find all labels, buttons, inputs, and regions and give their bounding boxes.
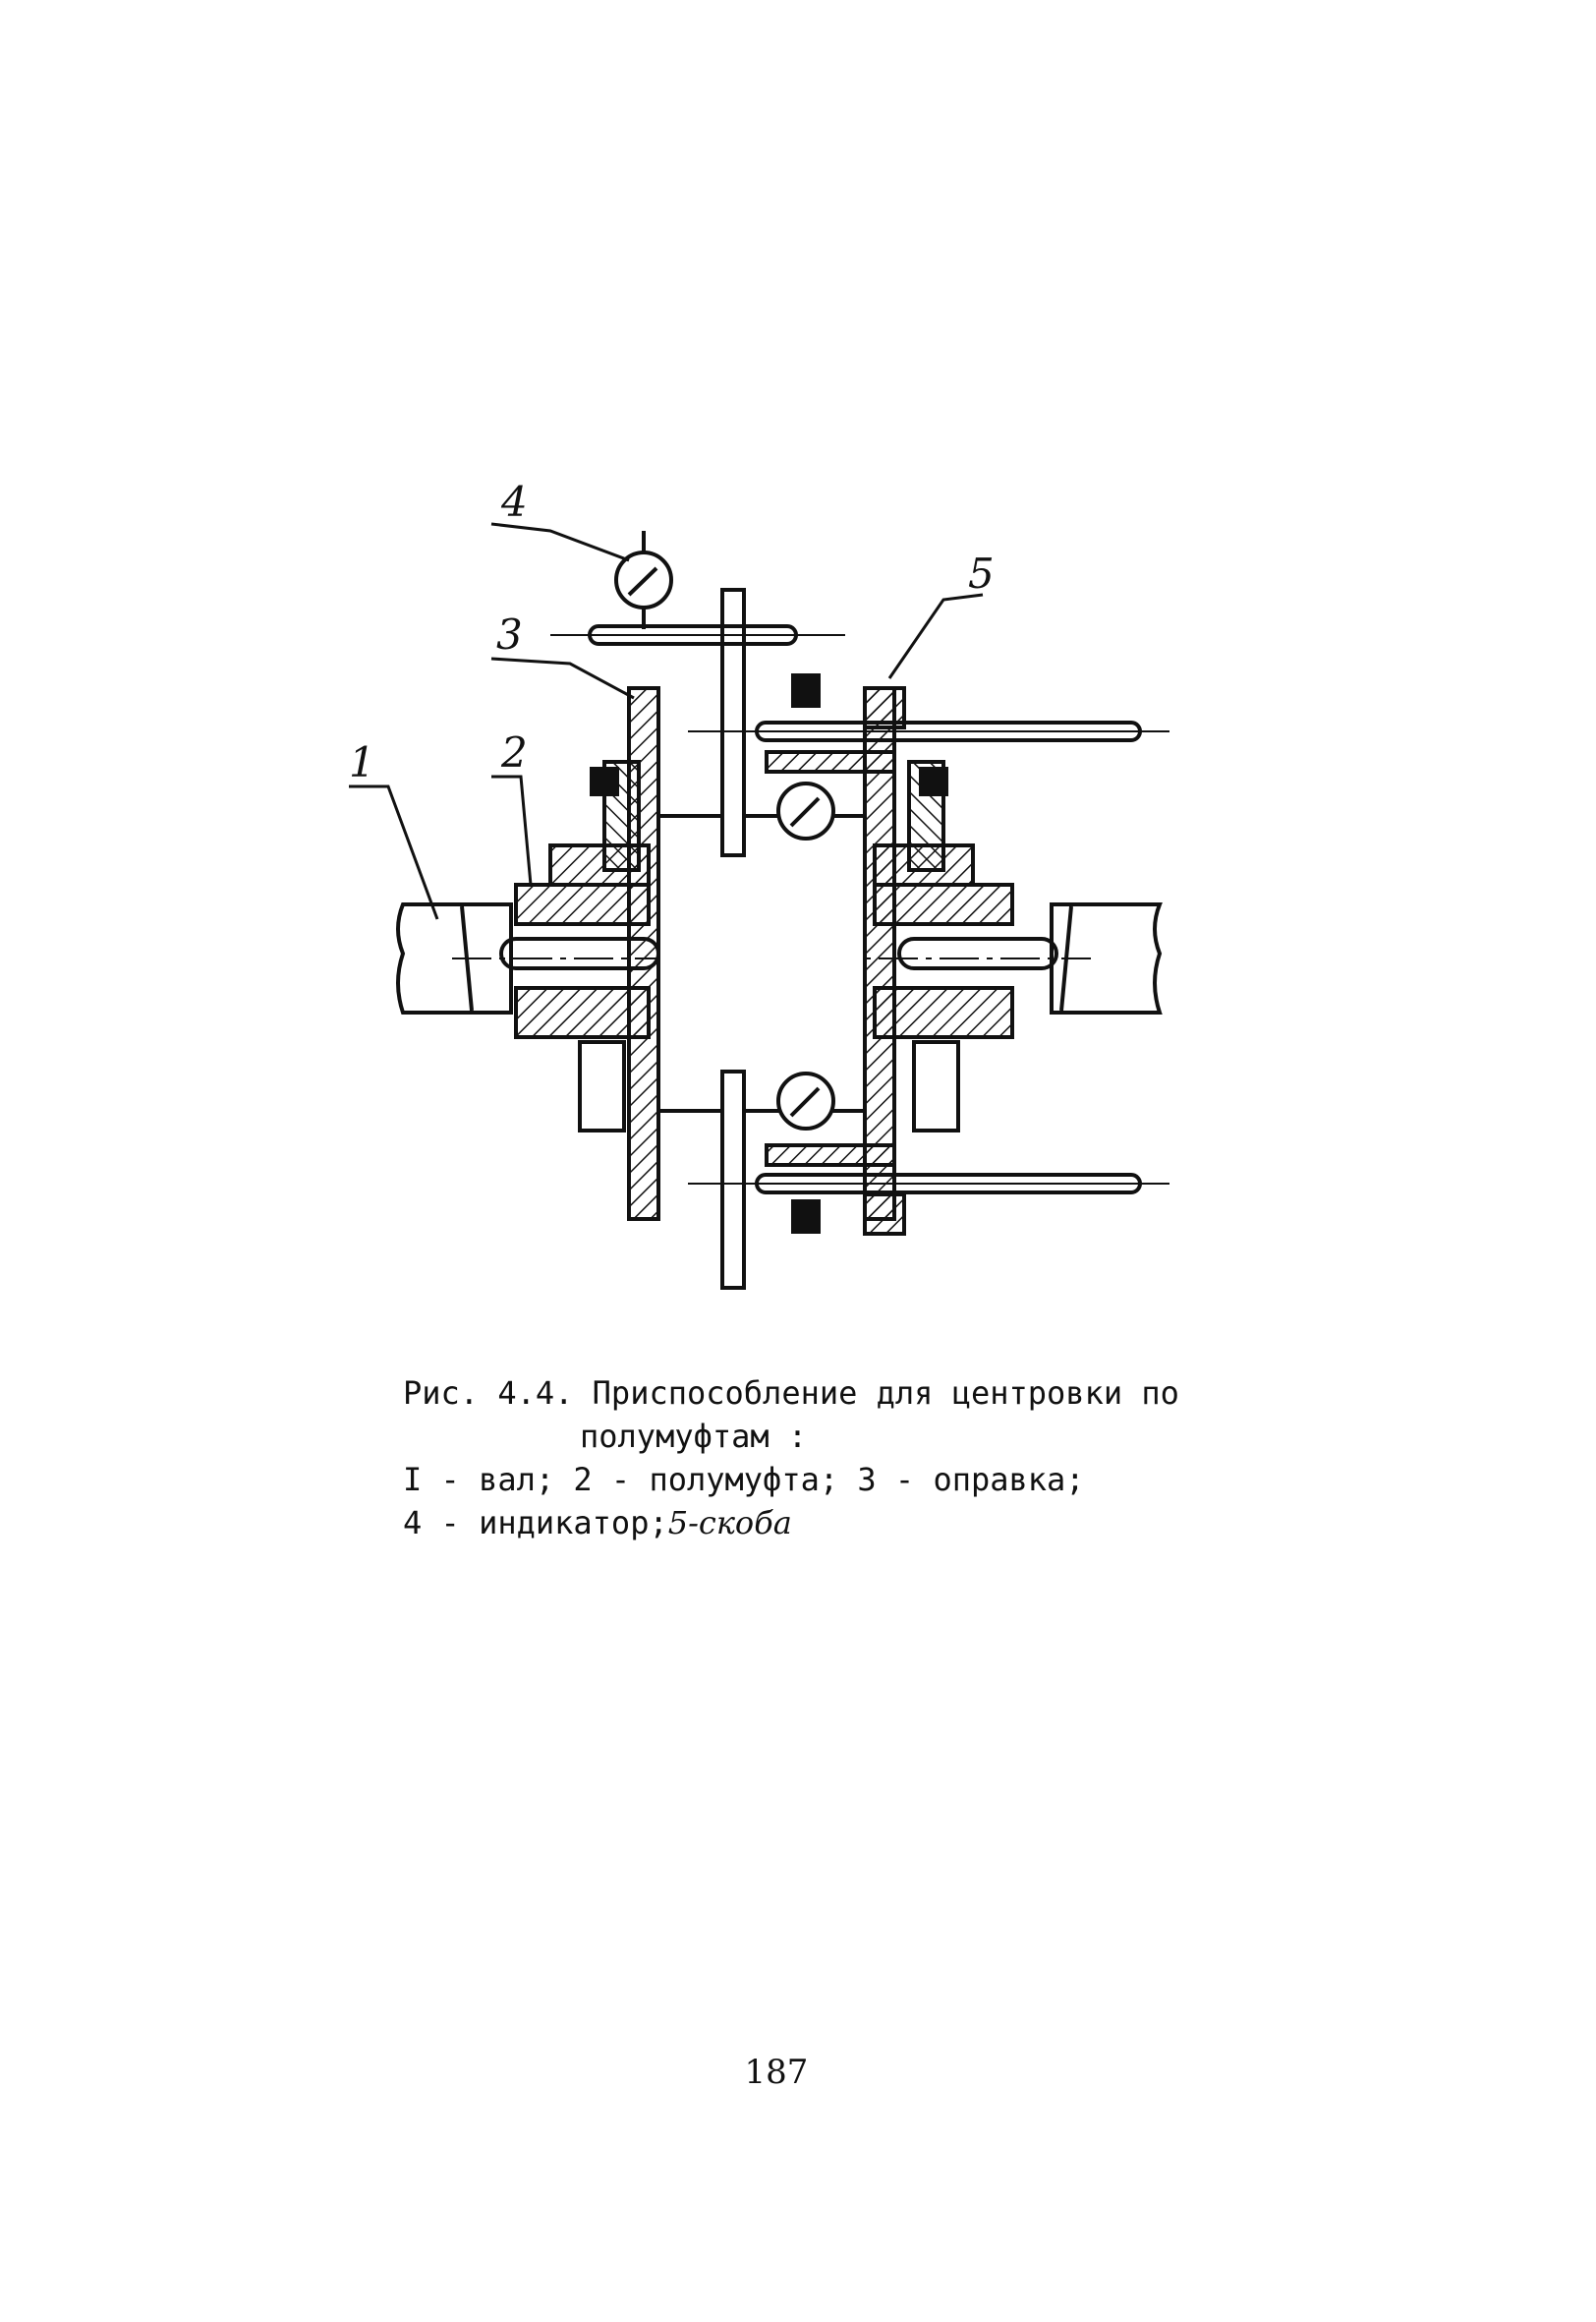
callout-5: 5 xyxy=(968,550,995,598)
caption-line-4-handwritten: 5-скоба xyxy=(667,1504,792,1541)
caption-line-4-prefix: 4 - индикатор; xyxy=(403,1504,668,1541)
half-coupling-right xyxy=(873,760,1014,1132)
mandrel-plates xyxy=(627,686,896,1221)
figure-caption: Рис. 4.4. Приспособление для центровки п… xyxy=(403,1371,1238,1544)
callout-3: 3 xyxy=(496,610,523,659)
coupling-alignment-drawing: 1 2 3 4 5 xyxy=(349,478,1169,1290)
callout-1: 1 xyxy=(349,738,375,786)
rods xyxy=(550,588,1169,1290)
callout-4: 4 xyxy=(500,478,528,526)
caption-line-2: полумуфтам : xyxy=(580,1418,808,1455)
caption-line-4: 4 - индикатор;5-скоба xyxy=(403,1501,1238,1544)
caption-line-3: I - вал; 2 - полумуфта; 3 - оправка; xyxy=(403,1461,1085,1498)
callout-2: 2 xyxy=(500,728,528,777)
thumb-screws xyxy=(590,673,948,1234)
page-number: 187 xyxy=(744,2053,809,2092)
dial-indicator-icon xyxy=(614,531,835,1131)
caption-line-1: Рис. 4.4. Приспособление для центровки п… xyxy=(403,1374,1179,1412)
